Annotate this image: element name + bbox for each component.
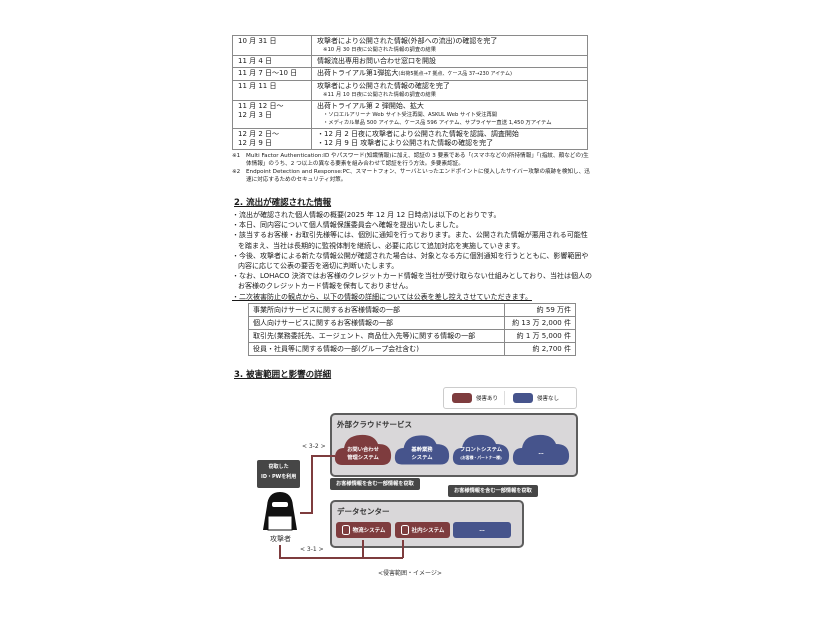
timeline-table: 10 月 31 日 攻撃者により公開された情報(外部への流出)の確認を完了※10…	[232, 35, 588, 150]
event-cell: 情報流出専用お問い合わせ窓口を開設	[311, 55, 588, 68]
internal-system: 社内システム	[395, 522, 450, 538]
database-icon	[341, 525, 350, 535]
section-2-bullets: ・流出が確認された個人情報の概要(2025 年 12 月 12 日時点)は以下の…	[232, 210, 592, 302]
section-3-heading: 3. 被害範囲と影響の詳細	[234, 369, 332, 380]
stolen-info-tag-1: お客様情報を含む一部情報を窃取	[330, 478, 420, 490]
date-cell: 11 月 7 日〜10 日	[232, 67, 312, 81]
bullet: ・二次被害防止の観点から、以下の情報の詳細については公表を差し控えさせていただき…	[232, 292, 532, 301]
leaked-info-table: 事業所向けサービスに関するお客様情報の一部約 59 万件 個人向けサービスに関す…	[248, 302, 576, 356]
table-row: 11 月 11 日 攻撃者により公開された情報の確認を完了※11 月 10 日夜…	[232, 80, 588, 101]
other-system: …	[453, 522, 511, 538]
legend-swatch-unaffected	[513, 393, 534, 403]
event-cell: 出荷トライアル第 2 弾開始、拡大・ソロエルアリーナ Web サイト受注再開、A…	[311, 100, 588, 129]
date-cell: 11 月 4 日	[232, 55, 312, 68]
bullet: ・なお、LOHACO 決済ではお客様のクレジットカード情報を当社が受け取らない仕…	[232, 272, 593, 291]
cloud-icon	[512, 434, 570, 465]
route-3-2-line	[300, 512, 312, 514]
cloud-icon	[452, 434, 510, 465]
cloud-front-system: フロントシステム (お客様・パートナー様)	[452, 432, 510, 466]
table-row: 事業所向けサービスに関するお客様情報の一部約 59 万件	[248, 302, 576, 317]
data-center-title: データセンター	[337, 507, 390, 516]
date-cell: 11 月 12 日〜12 月 3 日	[232, 100, 312, 129]
attacker-label: 攻撃者	[270, 535, 291, 543]
event-cell: ・12 月 2 日夜に攻撃者により公開された情報を認識、調査開始・12 月 9 …	[311, 128, 588, 150]
date-cell: 10 月 31 日	[232, 35, 312, 56]
bullet: ・該当するお客様・お取引先様等には、個別に通知を行っております。また、公開された…	[232, 231, 588, 250]
event-cell: 攻撃者により公開された情報の確認を完了※11 月 10 日夜に公開された情報の調…	[311, 80, 588, 101]
cloud-core-system: 基幹業務 システム	[394, 432, 450, 466]
cloud-icon	[394, 435, 450, 465]
document-page: 10 月 31 日 攻撃者により公開された情報(外部への流出)の確認を完了※10…	[232, 35, 592, 382]
table-row: 11 月 7 日〜10 日 出荷トライアル第1弾拡大(出荷5拠点→7 拠点、ケー…	[232, 67, 588, 81]
table-row: 個人向けサービスに関するお客様情報の一部約 13 万 2,000 件	[248, 315, 576, 330]
route-3-2-label: < 3-2 >	[302, 443, 326, 450]
bullet: ・今後、攻撃者による新たな情報公開が確認された場合は、対象となる方に個別通知を行…	[232, 251, 589, 271]
table-row: 取引先(業務委託先、エージェント、商品仕入先等)に関する情報の一部約 1 万 5…	[248, 328, 576, 343]
cloud-other: …	[512, 432, 570, 466]
stolen-info-tag-2: お客様情報を含む一部情報を窃取	[448, 485, 538, 497]
legend: 侵害あり 侵害なし	[443, 387, 577, 409]
table-row: 11 月 4 日 情報流出専用お問い合わせ窓口を開設	[232, 55, 588, 68]
legend-swatch-affected	[452, 393, 472, 403]
date-cell: 12 月 2 日〜12 月 9 日	[232, 128, 312, 150]
event-cell: 攻撃者により公開された情報(外部への流出)の確認を完了※10 月 30 日夜に公…	[311, 35, 588, 56]
table-row: 役員・社員等に関する情報の一部(グループ会社含む)約 2,700 件	[248, 341, 576, 356]
cloud-inquiry-system: お問い合わせ 管理システム	[334, 432, 392, 466]
cloud-services-title: 外部クラウドサービス	[337, 420, 412, 429]
attacker-icon	[263, 492, 297, 531]
cloud-icon	[334, 434, 392, 465]
database-icon	[400, 525, 409, 535]
table-row: 10 月 31 日 攻撃者により公開された情報(外部への流出)の確認を完了※10…	[232, 35, 588, 56]
section-2-heading: 2. 流出が確認された情報	[234, 198, 332, 208]
date-cell: 11 月 11 日	[232, 80, 312, 101]
table-row: 12 月 2 日〜12 月 9 日 ・12 月 2 日夜に攻撃者により公開された…	[232, 128, 588, 150]
route-3-1-line	[279, 545, 281, 559]
table-row: 11 月 12 日〜12 月 3 日 出荷トライアル第 2 弾開始、拡大・ソロエ…	[232, 100, 588, 129]
logistics-system: 物流システム	[336, 522, 391, 538]
bullet: ・本日、同内容について個人情報保護委員会へ確報を提出いたしました。	[232, 221, 463, 230]
diagram-caption: <侵害範囲・イメージ>	[378, 570, 442, 577]
event-cell: 出荷トライアル第1弾拡大(出荷5拠点→7 拠点、ケース品 37→230 アイテム…	[311, 67, 588, 81]
route-3-1-label: < 3-1 >	[300, 546, 324, 553]
bullet: ・流出が確認された個人情報の概要(2025 年 12 月 12 日時点)は以下の…	[232, 211, 501, 219]
